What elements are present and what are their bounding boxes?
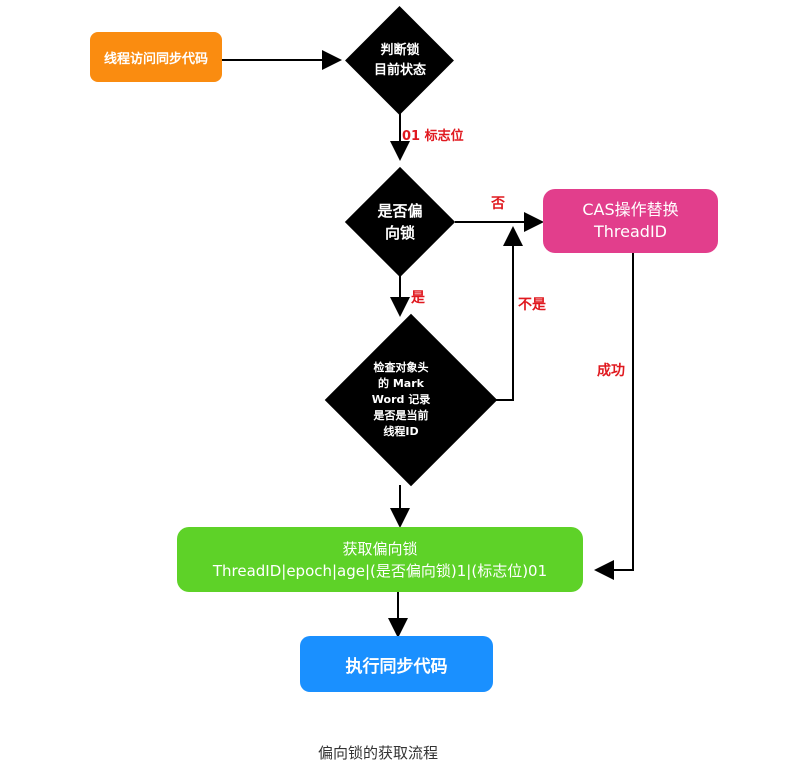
acquire-node: 获取偏向锁 ThreadID|epoch|age|(是否偏向锁)1|(标志位)0…	[177, 527, 583, 592]
check-thread-line-5: 线程ID	[383, 425, 419, 438]
acquire-line-2: ThreadID|epoch|age|(是否偏向锁)1|(标志位)01	[212, 561, 548, 580]
edge-label-flag-01: 01 标志位	[402, 129, 464, 144]
check-thread-line-1: 检查对象头	[373, 361, 429, 374]
edge-label-success: 成功	[597, 363, 625, 379]
check-state-line-2: 目前状态	[373, 63, 426, 78]
check-thread-label: 检查对象头 的 Mark Word 记录 是否是当前 线程ID	[356, 355, 446, 445]
edge-label-yes: 是	[411, 290, 425, 306]
cas-line-1: CAS操作替换	[582, 200, 679, 219]
execute-node: 执行同步代码	[300, 636, 493, 692]
arrow-cas-to-acquire	[594, 253, 634, 580]
is-biased-line-1: 是否偏	[377, 202, 423, 220]
edge-label-not-match: 不是	[518, 297, 546, 313]
check-thread-line-4: 是否是当前	[373, 409, 429, 422]
acquire-line-1: 获取偏向锁	[342, 539, 418, 558]
check-state-line-1: 判断锁	[380, 43, 420, 58]
diagram-caption: 偏向锁的获取流程	[318, 744, 439, 762]
is-biased-line-2: 向锁	[384, 224, 415, 242]
check-state-label: 判断锁 目前状态	[345, 38, 455, 84]
edge-label-no: 否	[491, 196, 505, 212]
start-node-label: 线程访问同步代码	[103, 51, 208, 67]
cas-line-2: ThreadID	[594, 222, 667, 241]
arrow-thread-to-cas	[466, 226, 523, 401]
cas-node: CAS操作替换 ThreadID	[543, 189, 718, 253]
execute-node-label: 执行同步代码	[345, 656, 448, 677]
is-biased-label: 是否偏 向锁	[345, 198, 455, 246]
check-thread-line-2: 的 Mark	[378, 377, 424, 390]
check-thread-line-3: Word 记录	[371, 393, 431, 406]
start-node: 线程访问同步代码	[90, 32, 222, 82]
